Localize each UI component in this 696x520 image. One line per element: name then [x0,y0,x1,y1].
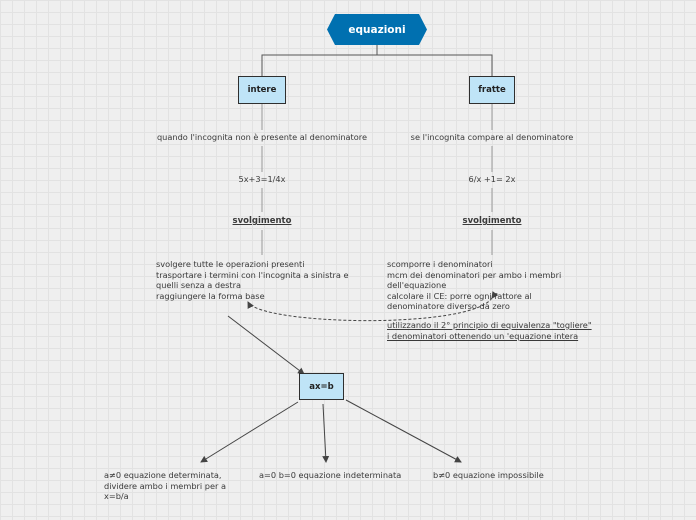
left-step-line: trasportare i termini con l'incognita a … [156,269,349,280]
case-determinate-line: x=b/a [104,491,129,501]
dashed-relationship-arrow [247,291,499,322]
arrow-case-impossible [345,399,462,463]
node-base-form[interactable]: ax=b [299,373,344,400]
right-definition[interactable]: se l'incognita compare al denominatore [410,132,574,142]
right-steps[interactable]: scomporre i denominatori mcm dei denomin… [387,259,561,312]
node-intere[interactable]: intere [238,76,286,104]
left-step-line: svolgere tutte le operazioni presenti [156,259,305,269]
right-note-line: utilizzando il 2° principio di equivalen… [387,320,592,330]
left-definition[interactable]: quando l'incognita non è presente al den… [156,132,367,142]
left-step-title[interactable]: svolgimento [232,216,292,226]
root-branch-line [261,45,493,76]
root-hexagon-shape [327,14,427,45]
right-example[interactable]: 6/x +1= 2x [468,174,516,184]
root-label: equazioni [348,23,406,36]
right-note-line: i denominatori ottenendo un 'equazione i… [387,330,579,341]
node-base-form-label: ax=b [309,381,334,392]
case-indeterminate[interactable]: a=0 b=0 equazione indeterminata [259,470,402,480]
case-determinate-line: dividere ambo i membri per a [104,480,226,491]
right-step-line: calcolare il CE: porre ogni fattore al [387,290,532,301]
case-impossible[interactable]: b≠0 equazione impossibile [433,470,544,480]
right-step-line: denominatore diverso da zero [387,301,510,311]
right-step-line: dell'equazione [387,280,447,290]
right-note[interactable]: utilizzando il 2° principio di equivalen… [387,320,592,341]
node-intere-label: intere [247,85,277,95]
right-step-title[interactable]: svolgimento [462,216,522,226]
left-steps[interactable]: svolgere tutte le operazioni presenti tr… [156,259,349,301]
case-determinate[interactable]: a≠0 equazione determinata, dividere ambo… [104,470,226,502]
left-step-line: raggiungere la forma base [156,290,265,301]
arrow-case-indeterminate [322,403,330,463]
arrow-to-base [227,315,305,375]
right-step-line: mcm dei denominatori per ambo i membri [387,269,562,280]
right-step-line: scomporre i denominatori [387,259,493,269]
node-fratte-label: fratte [478,85,506,95]
node-fratte[interactable]: fratte [469,76,515,104]
root-node[interactable]: equazioni [327,14,427,45]
left-step-line: quelli senza a destra [156,280,241,290]
arrow-case-determinate [200,401,299,463]
case-determinate-line: a≠0 equazione determinata, [104,470,222,480]
left-example[interactable]: 5x+3=1/4x [238,174,286,184]
